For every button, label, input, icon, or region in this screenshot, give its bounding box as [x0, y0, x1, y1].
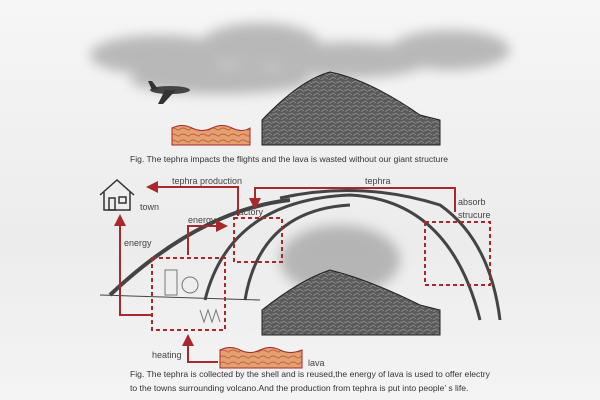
label-energy-factory: energy: [188, 215, 216, 225]
lava-top: [171, 125, 251, 146]
house-icon: [99, 178, 135, 211]
machinery: [164, 269, 221, 324]
label-heating: heating: [152, 350, 182, 360]
label-structure: strucure: [458, 210, 491, 220]
label-lava: lava: [308, 358, 325, 368]
bottom-caption-line1: Fig. The tephra is collected by the shel…: [130, 369, 490, 379]
label-factory: factory: [236, 207, 264, 217]
volcano-top: [261, 71, 441, 146]
label-tephra: tephra: [365, 176, 391, 186]
factory-box: [233, 217, 283, 263]
label-tephra-production: tephra production: [172, 176, 243, 186]
volcano-bottom: [261, 269, 441, 336]
top-caption: Fig. The tephra impacts the flights and …: [130, 154, 448, 164]
heating-arrow: [182, 334, 218, 363]
airplane-icon: [148, 81, 190, 104]
lava-bottom: [219, 347, 303, 369]
shell-structure: [99, 189, 502, 321]
label-absorb: absorb: [458, 197, 486, 207]
energy-box: [151, 257, 226, 331]
energy-factory-arrow: [187, 220, 228, 255]
label-town: town: [140, 202, 160, 212]
energy-town-arrow: [114, 214, 152, 316]
tephra-arrow: [249, 187, 456, 212]
absorb-box: [424, 221, 491, 286]
clouds: [90, 23, 510, 295]
tephra-production-arrow: [146, 181, 239, 216]
bottom-caption-line2: to the towns surrounding volcano.And the…: [130, 383, 469, 393]
label-energy-town: energy: [124, 238, 152, 248]
